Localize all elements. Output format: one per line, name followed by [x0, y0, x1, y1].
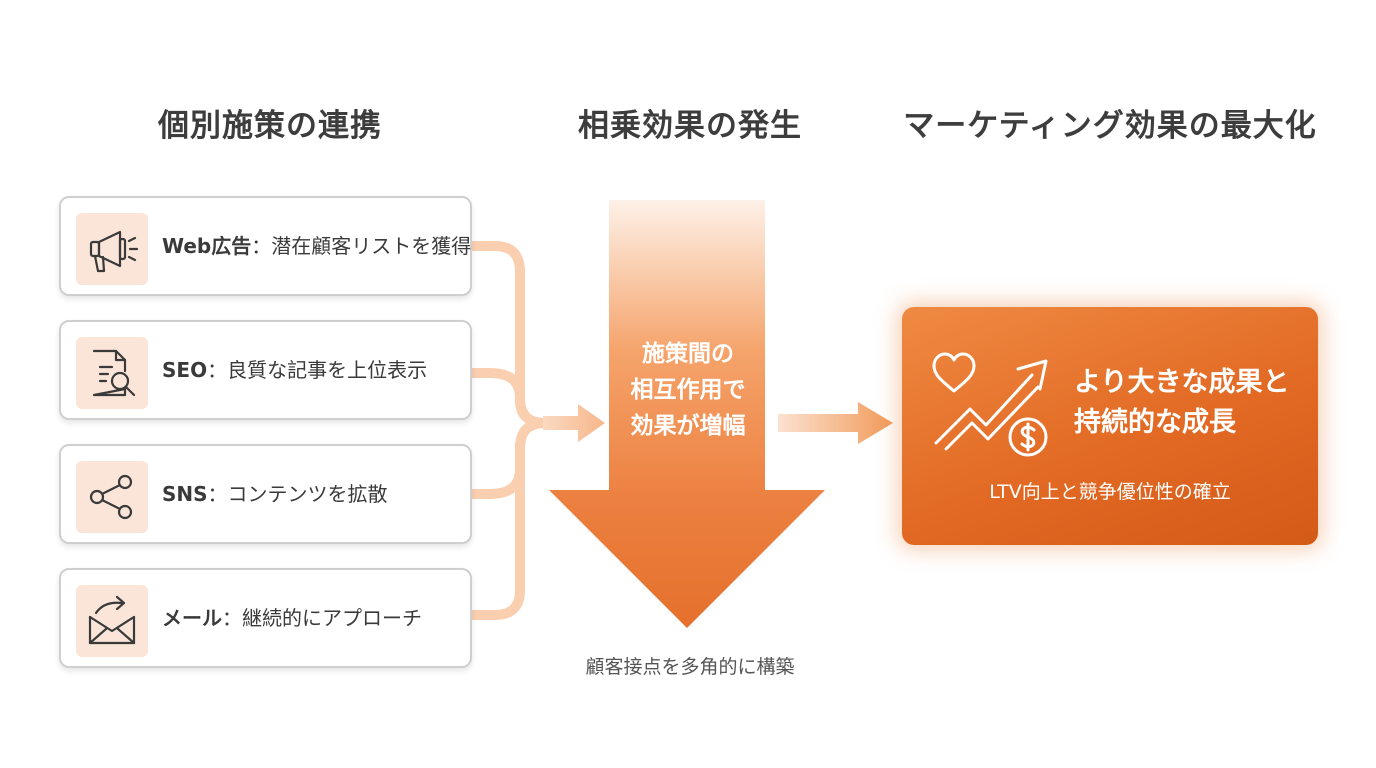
card-desc: ：良質な記事を上位表示	[207, 358, 428, 382]
connector-line-sns	[467, 418, 550, 499]
card-desc: ：潜在顧客リストを獲得	[251, 234, 472, 258]
card-title: SNS	[162, 482, 208, 506]
connector-line-seo	[467, 368, 550, 428]
synergy-line-3: 効果が増幅	[630, 413, 746, 439]
synergy-label: 施策間の 相互作用で 効果が増幅	[608, 336, 768, 444]
synergy-line-1: 施策間の	[642, 341, 734, 367]
email-forward-icon	[76, 585, 148, 657]
right-arrow	[778, 402, 893, 444]
result-line-1: より大きな成果と	[1074, 367, 1290, 398]
card-title: Web広告	[162, 234, 252, 258]
result-subtext: LTV向上と競争優位性の確立	[989, 481, 1231, 503]
card-email-label: メール：継続的にアプローチ	[162, 570, 422, 666]
card-web-ad-label: Web広告：潜在顧客リストを獲得	[162, 198, 471, 294]
result-line-2: 持続的な成長	[1074, 407, 1236, 438]
heading-individual: 個別施策の連携	[158, 108, 382, 144]
megaphone-icon	[76, 213, 148, 285]
card-web-ad: Web広告：潜在顧客リストを獲得	[59, 196, 472, 296]
connector-line-mail	[467, 418, 550, 620]
share-icon	[76, 461, 148, 533]
card-email: メール：継続的にアプローチ	[59, 568, 472, 668]
synergy-line-2: 相互作用で	[630, 377, 746, 403]
card-sns-label: SNS：コンテンツを拡散	[162, 446, 388, 542]
card-desc: ：コンテンツを拡散	[207, 482, 388, 506]
document-search-icon	[76, 337, 148, 409]
card-sns: SNS：コンテンツを拡散	[59, 444, 472, 544]
connector-line-web	[467, 241, 550, 428]
card-seo-label: SEO：良質な記事を上位表示	[162, 322, 427, 418]
card-desc: ：継続的にアプローチ	[222, 606, 422, 630]
merge-arrow	[543, 404, 605, 442]
heading-maximize: マーケティング効果の最大化	[903, 108, 1317, 144]
result-headline: より大きな成果と 持続的な成長	[1074, 363, 1289, 443]
card-title: SEO	[162, 358, 208, 382]
center-big-arrow	[549, 200, 825, 628]
card-seo: SEO：良質な記事を上位表示	[59, 320, 472, 420]
card-title: メール	[162, 606, 222, 630]
touchpoint-caption: 顧客接点を多角的に構築	[585, 656, 795, 678]
heading-synergy: 相乗効果の発生	[578, 108, 802, 144]
merge-lines	[467, 241, 550, 620]
heart-growth-dollar-icon	[932, 352, 1048, 457]
result-box: より大きな成果と 持続的な成長 LTV向上と競争優位性の確立	[902, 307, 1318, 545]
